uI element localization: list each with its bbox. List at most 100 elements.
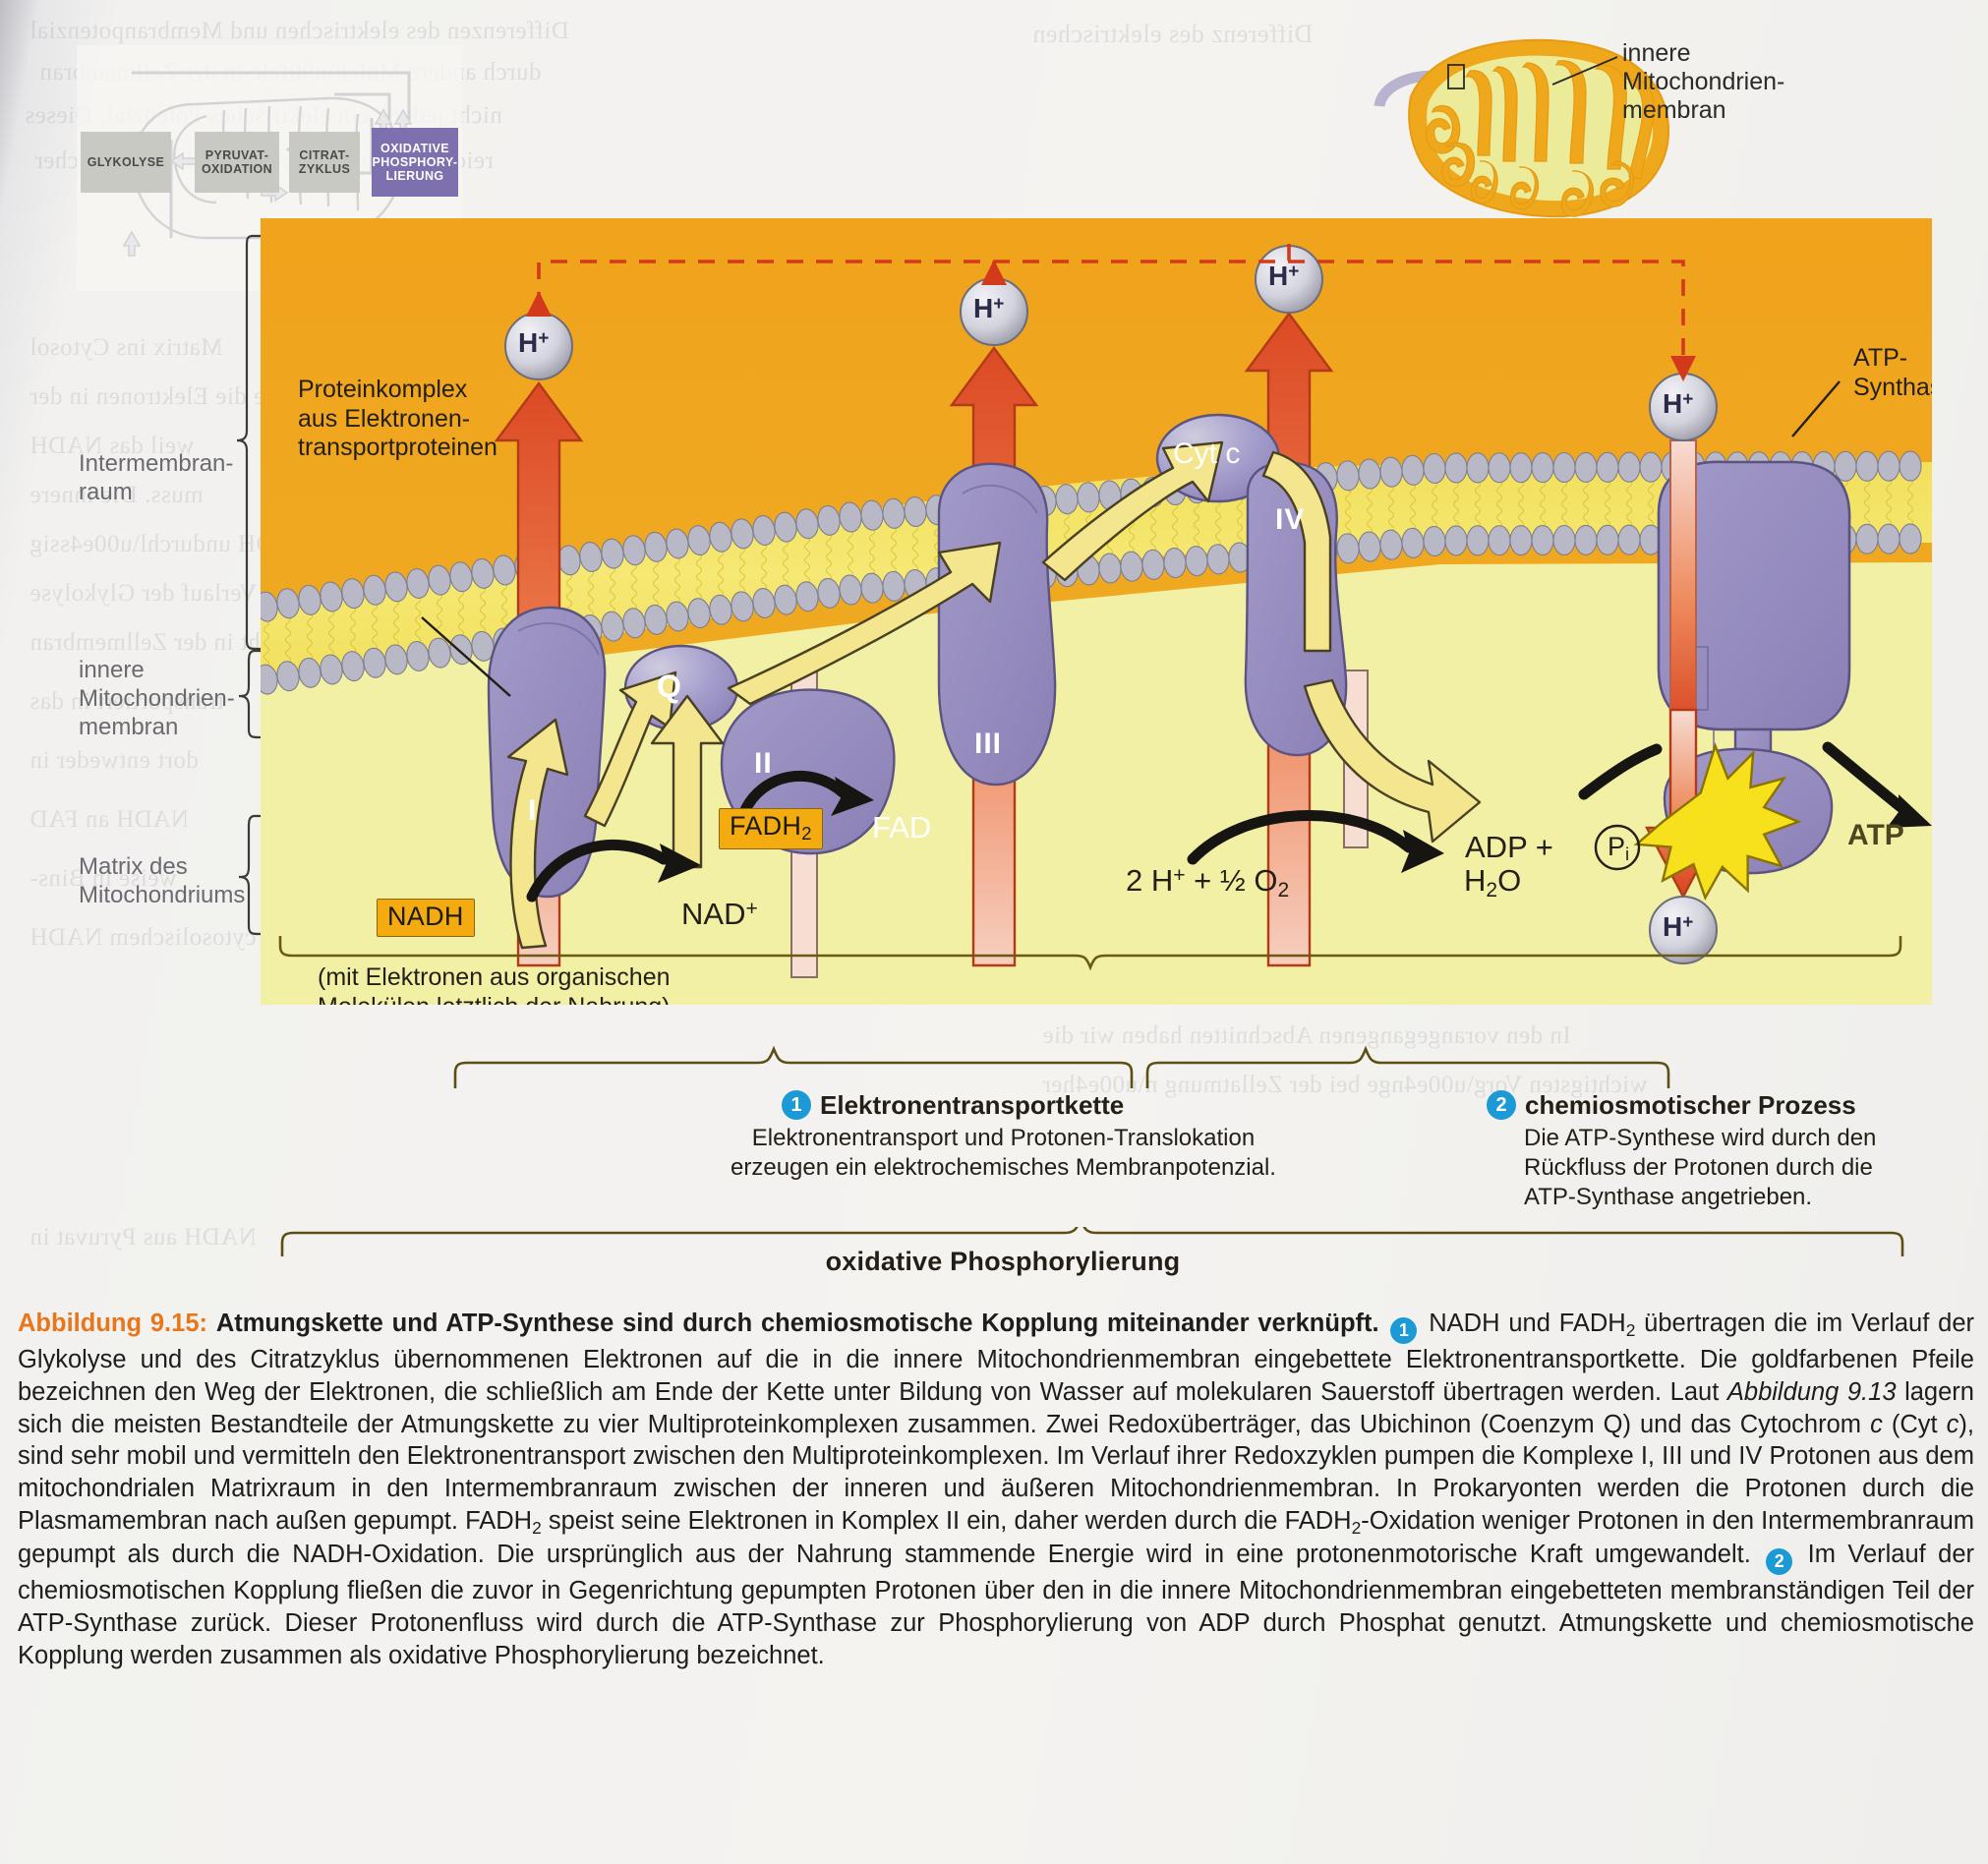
complex-II-roman-numeral: II (754, 747, 773, 780)
atp-star-label: ATP (1847, 819, 1904, 851)
zoom-region-box (1447, 64, 1465, 89)
electron-arrow-III-to-cytc (1041, 440, 1224, 582)
metabolic-overview-inset: GLYKOLYSE PYRUVAT- OXIDATION CITRAT- ZYK… (77, 45, 462, 291)
substrate-arrow-adp (1578, 743, 1663, 800)
oxidative-phosphorylation-label: oxidative Phosphorylierung (825, 1247, 1181, 1276)
callout-2: 2 chemiosmotischer Prozess Die ATP-Synth… (1487, 1089, 1876, 1212)
caption-p1-pre: NADH und FADH (1420, 1310, 1626, 1337)
electron-arrow-II-to-Q (650, 694, 725, 869)
caption-p1b: lagern sich die meisten Bestandteile der… (18, 1377, 1974, 1438)
overview-box-citratzyklus: CITRAT- ZYKLUS (289, 132, 360, 193)
electron-arrow-cytc-to-IV (1261, 450, 1332, 653)
callout-2-body: Die ATP-Synthese wird durch den Rückflus… (1524, 1124, 1877, 1210)
substrate-arrow-nadh-nad (526, 839, 670, 903)
caption-ref-figure: Abbildung 9.13 (1726, 1377, 1897, 1406)
callout-1: 1 Elektronentransportkette Elektronentra… (731, 1089, 1276, 1183)
caption-figure-number: Abbildung 9.15: (18, 1310, 207, 1337)
overview-box-label: CITRAT- ZYKLUS (298, 148, 351, 176)
label-protein-complex: Proteinkomplex aus Elektronen- transport… (298, 376, 497, 461)
overview-box-oxidative-phosphorylierung: OXIDATIVE PHOSPHORY- LIERUNG (372, 128, 458, 197)
side-label-matrix: Matrix des Mitochondriums (79, 853, 246, 908)
side-brackets (236, 234, 264, 936)
caption-p1f: -Oxidation weniger Protonen in den Inter… (18, 1506, 1974, 1569)
proton-label-synthase-top: H+ (1663, 388, 1694, 419)
atp-synthase-channel (1669, 439, 1697, 736)
leader-line-protein-complex (421, 616, 511, 697)
fadh2-tag: FADH2 (719, 808, 823, 850)
caption-p1c: (Cyt (1882, 1410, 1947, 1438)
phosphate-label: Pi (1608, 832, 1630, 865)
complex-I-roman-numeral: I (528, 794, 538, 827)
mitochondrion-inset: innere Mitochondrien- membran (1372, 18, 1784, 229)
label-atp-synthase: ATP-Synthase (1853, 344, 1932, 401)
ghost-line: NADH an FAD (29, 806, 189, 833)
oxidative-phosphorylation-bracket (278, 936, 1902, 971)
side-label-inner-membrane: innere Mitochondrien- membran (79, 657, 235, 740)
callout-1-body: Elektronentransport und Protonen-Translo… (731, 1124, 1276, 1181)
substrate-arrow-o2-h2o (1187, 809, 1415, 865)
caption-ref-c: c (1870, 1410, 1883, 1438)
atp-star-burst (1633, 741, 1802, 902)
proton-balls (504, 245, 1718, 964)
ghost-line: dort entweder in (29, 747, 199, 774)
ghost-line: Differenz des elektrischen (1032, 20, 1314, 48)
caption-p1d: ), sind sehr mobil und vermitteln den El… (18, 1410, 1974, 1535)
proton-ball-synthase-bottom (1649, 896, 1718, 964)
caption-badge-2: 2 (1766, 1548, 1793, 1576)
oxygen-substrate-label: 2 H+ + ½ O2 (1126, 863, 1290, 902)
ghost-line: Matrix ins Cytosol (29, 334, 223, 361)
electron-arrow-IV-to-water (1303, 678, 1482, 844)
side-label-intermembrane-space: Intermembran- raum (79, 450, 234, 505)
electron-arrow-Q-to-III (727, 541, 1002, 706)
inorganic-phosphate-circle (1594, 824, 1641, 871)
fad-label: FAD (872, 810, 932, 845)
callout-1-header: 1 Elektronentransportkette (782, 1089, 1276, 1122)
callout-brackets (453, 1045, 1670, 1088)
adp-label: ADP + (1465, 830, 1553, 864)
leader-line-atp-synthase (1791, 380, 1841, 437)
proton-circulation-arrowheads (526, 260, 1696, 381)
complex-IV-roman-numeral: IV (1275, 503, 1306, 536)
ghost-line: NADH aus Pyruvat in (29, 1224, 258, 1251)
ubiquinone-label: Q (657, 669, 681, 704)
caption-p1: übertragen die im Verlauf der Glykolyse … (18, 1310, 1974, 1406)
overview-box-label: PYRUVAT- OXIDATION (201, 148, 273, 176)
caption-ref-c2: c (1946, 1410, 1959, 1438)
caption-p1e: speist seine Elektronen in Komplex II ei… (541, 1506, 1352, 1535)
oxidative-phosphorylation-diagram: Proteinkomplex aus Elektronen- transport… (261, 218, 1932, 1005)
complex-III-roman-numeral: III (974, 728, 1003, 760)
mitochondrion-drawing (1374, 38, 1670, 218)
badge-1: 1 (782, 1090, 811, 1121)
proton-label-IV: H+ (1268, 261, 1300, 291)
proton-label-III: H+ (973, 293, 1005, 323)
caption-badge-1: 1 (1390, 1317, 1418, 1345)
substrate-arrowheads (658, 777, 1932, 883)
callout-2-header: 2 chemiosmotischer Prozess (1487, 1089, 1876, 1122)
electron-arrow-I-to-Q (583, 670, 677, 828)
callout-2-title: chemiosmotischer Prozess (1525, 1090, 1856, 1120)
proton-label-I: H+ (518, 327, 550, 358)
overview-box-label: OXIDATIVE PHOSPHORY- LIERUNG (372, 142, 458, 183)
substrate-arrow-fadh2-fad (738, 770, 848, 818)
cytochrome-c-label: Cyt c (1173, 437, 1241, 470)
figure-caption: Abbildung 9.15: Atmungskette und ATP-Syn… (18, 1310, 1974, 1669)
nadh-tag: NADH (377, 899, 475, 937)
diagram-graphics (261, 218, 1932, 1005)
overview-box-pyruvat-oxidation: PYRUVAT- OXIDATION (195, 132, 279, 193)
overview-box-glykolyse: GLYKOLYSE (81, 132, 171, 193)
water-product-label: H2O (1464, 863, 1522, 902)
oxphos-bottom-bracket (280, 1227, 1904, 1256)
complex-III-protein (937, 462, 1057, 786)
substrate-arrow-atp (1822, 741, 1910, 816)
proton-label-synthase-bottom: H+ (1663, 911, 1694, 942)
ghost-line: Differenzen des elektrischen und Membran… (29, 18, 569, 44)
mitochondrion-leader-line (1551, 56, 1618, 86)
note-electrons-from-food: (mit Elektronen aus organischen Moleküle… (318, 963, 671, 1005)
caption-title: Atmungskette und ATP-Synthese sind durch… (215, 1310, 1379, 1337)
callout-1-title: Elektronentransportkette (820, 1090, 1125, 1120)
overview-box-label: GLYKOLYSE (87, 155, 165, 169)
caption-p2: Im Verlauf der chemiosmotischen Kopplung… (18, 1541, 1974, 1669)
badge-2: 2 (1487, 1090, 1516, 1121)
electron-arrow-nadh-to-I (506, 718, 569, 950)
inner-membrane-callout-label: innere Mitochondrien- membran (1622, 39, 1785, 124)
